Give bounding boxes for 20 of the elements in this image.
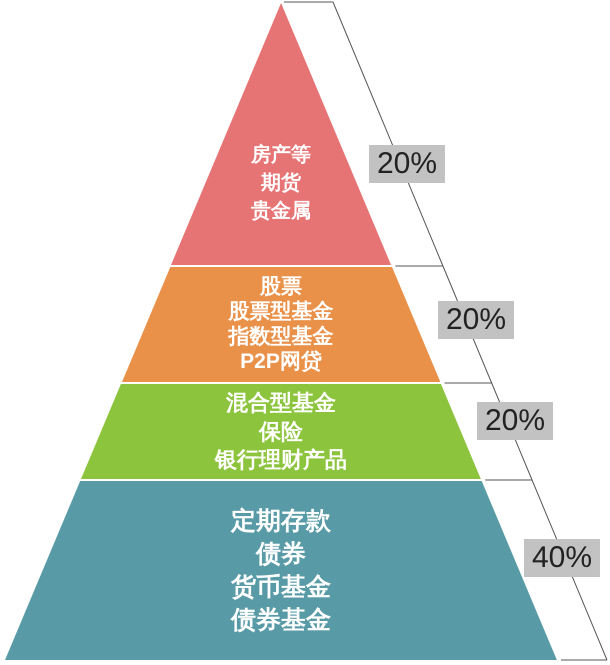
asset-type-label: 期货 [260,171,301,196]
percentage-label: 40% [524,539,600,577]
asset-type-label: 股票型基金 [228,299,334,324]
asset-type-label: 混合型基金 [226,389,336,417]
asset-type-label: 货币基金 [230,572,331,603]
pyramid-band [122,267,440,382]
percentage-label: 20% [476,402,554,440]
asset-type-label: 指数型基金 [228,324,334,349]
asset-type-label: 债券 [256,539,306,570]
pyramid-band [81,384,481,479]
percentage-label: 20% [368,145,446,183]
asset-type-label: 银行理财产品 [214,446,347,474]
asset-type-label: 贵金属 [250,199,311,224]
asset-type-label: P2P网贷 [240,349,322,374]
asset-type-label: 债券基金 [230,605,331,636]
asset-type-label: 股票 [260,274,302,299]
asset-type-label: 房产等 [250,142,311,168]
percentage-label: 20% [438,301,514,339]
asset-type-label: 定期存款 [230,506,331,537]
asset-type-label: 保险 [258,418,303,446]
